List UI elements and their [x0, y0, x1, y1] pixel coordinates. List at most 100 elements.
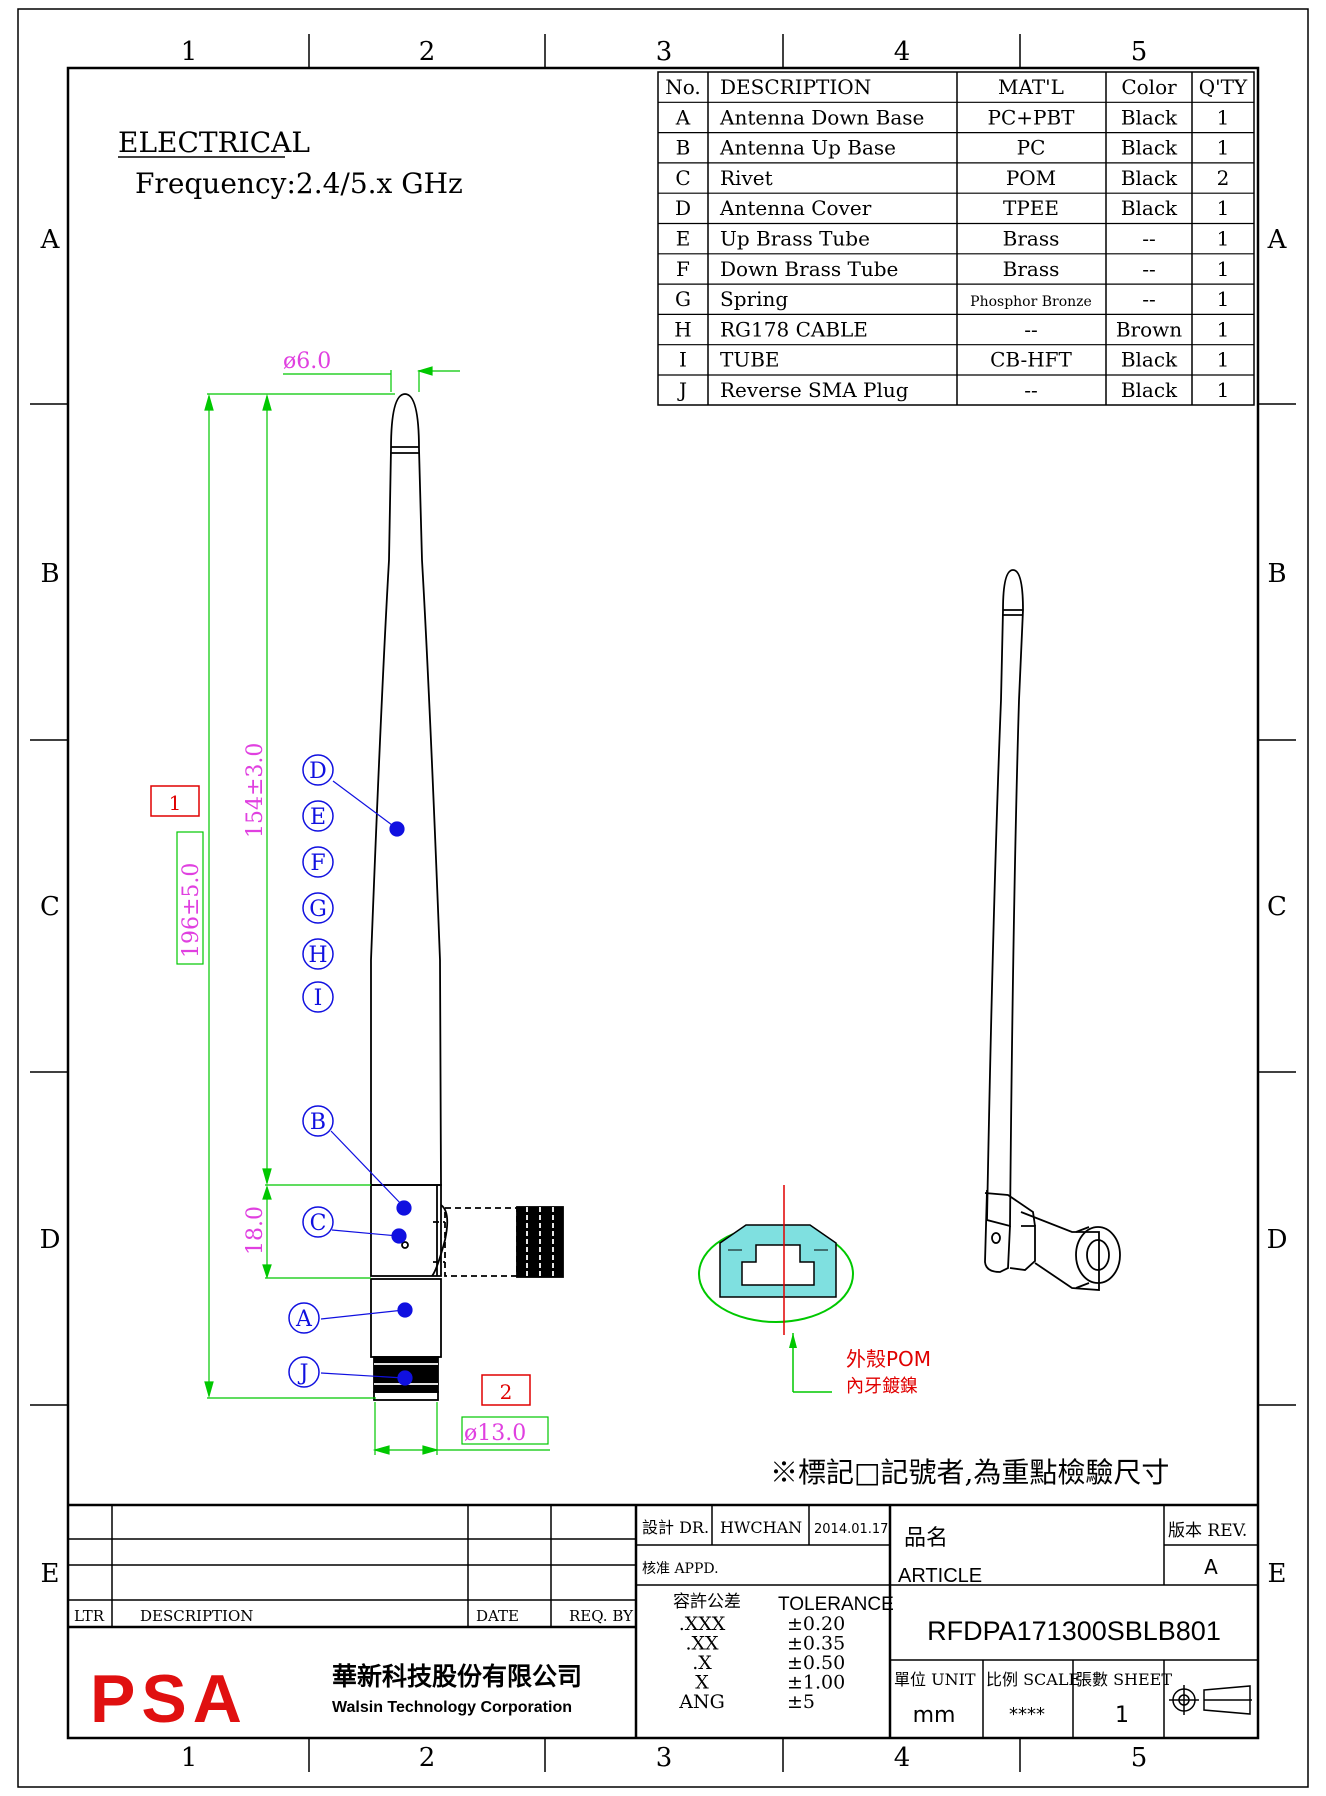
company-logo: PSA 華新科技股份有限公司 Walsin Technology Corpora… — [90, 1661, 582, 1737]
rev-label: 版本 REV. — [1168, 1521, 1247, 1541]
callout-F: F — [310, 851, 325, 876]
bom-cell: Rivet — [720, 166, 773, 190]
grid-row-D-left: D — [40, 1225, 61, 1255]
bom-cell: 1 — [1217, 257, 1230, 281]
callout-A: A — [295, 1307, 313, 1332]
bom-cell: Black — [1121, 105, 1178, 129]
grid-row-D-right: D — [1267, 1225, 1288, 1255]
bom-cell: E — [676, 227, 691, 251]
bom-cell: J — [677, 378, 687, 402]
detail-note-housing: 外殼POM — [846, 1347, 931, 1371]
dim-base-length: 18.0 — [243, 1206, 268, 1255]
dim-overall-length: 196±5.0 — [179, 863, 204, 958]
bom-cell: -- — [1142, 287, 1156, 311]
electrical-frequency: Frequency:2.4/5.x GHz — [135, 167, 463, 200]
bom-cell: 1 — [1217, 196, 1230, 220]
grid-labels: 1 2 3 4 5 1 2 3 4 5 A B C D E A B C D E — [40, 37, 1288, 1773]
article-label-en: ARTICLE — [898, 1565, 982, 1587]
callout-J: J — [298, 1361, 309, 1386]
bom-cell: 1 — [1217, 348, 1230, 372]
sheet-frame — [17, 8, 1309, 1788]
antenna-down-base — [370, 1278, 442, 1358]
bom-cell: -- — [1024, 378, 1038, 402]
bom-cell: Black — [1121, 136, 1178, 160]
dr-date: 2014.01.17 — [814, 1522, 888, 1537]
bom-cell: Black — [1121, 196, 1178, 220]
bom-cell: I — [679, 348, 687, 372]
electrical-spec: ELECTRICAL Frequency:2.4/5.x GHz — [118, 126, 463, 200]
bom-cell: Antenna Down Base — [719, 105, 924, 129]
bom-cell: Brown — [1116, 317, 1182, 341]
unit-value: mm — [913, 1703, 956, 1728]
grid-row-B-right: B — [1267, 559, 1286, 589]
bom-cell: PC — [1017, 136, 1046, 160]
grid-row-E-right: E — [1268, 1559, 1287, 1589]
callout-H: H — [308, 943, 327, 968]
tolerance-key: .X — [692, 1652, 712, 1674]
bom-cell: D — [675, 196, 691, 220]
bom-cell: Black — [1121, 348, 1178, 372]
rev-col-date: DATE — [476, 1607, 519, 1625]
bom-cell: 1 — [1217, 105, 1230, 129]
dim-tip-diameter: ø6.0 — [283, 349, 331, 374]
grid-col-1-bottom: 1 — [181, 1743, 198, 1773]
callout-B: B — [310, 1110, 326, 1135]
bom-cell: 1 — [1217, 317, 1230, 341]
detail-note-thread: 內牙鍍鎳 — [846, 1376, 918, 1397]
article-cells: 品名 ARTICLE 版本 REV. A RFDPA171300SBLB801 … — [894, 1521, 1247, 1728]
critical-dimension-keys: 1 2 — [150, 785, 531, 1406]
sheet-label: 張數 SHEET — [1076, 1670, 1172, 1689]
bom-cell: Black — [1121, 166, 1178, 190]
callout-I: I — [314, 986, 323, 1011]
grid-row-A-left: A — [40, 225, 61, 255]
grid-row-E-left: E — [41, 1559, 60, 1589]
bom-cell: POM — [1006, 166, 1056, 190]
bom-cell: -- — [1024, 317, 1038, 341]
bom-cell: C — [675, 166, 690, 190]
dr-label: 設計 DR. — [642, 1518, 709, 1537]
rev-col-ltr: LTR — [74, 1607, 105, 1625]
projection-symbol-icon — [1169, 1685, 1252, 1715]
psa-logo: PSA — [90, 1661, 248, 1737]
bom-cell: Antenna Cover — [719, 196, 872, 220]
rivet-hole — [401, 1241, 409, 1249]
bom-cell: TPEE — [1003, 196, 1059, 220]
grid-row-C-left: C — [40, 892, 60, 922]
bom-cell: 1 — [1217, 136, 1230, 160]
rev-col-req-by: REQ. BY — [569, 1607, 634, 1625]
section-detail: 外殼POM 內牙鍍鎳 — [698, 1185, 931, 1397]
tolerance-value: ±5 — [787, 1691, 815, 1713]
grid-row-C-right: C — [1267, 892, 1287, 922]
callout-bubbles: D E F G H I B C A J — [288, 754, 334, 1388]
tolerance-value: ±0.35 — [787, 1633, 845, 1655]
tolerance-key: ANG — [678, 1691, 725, 1713]
grid-col-3-bottom: 3 — [656, 1743, 673, 1773]
grid-row-B-left: B — [40, 559, 59, 589]
dim-cover-length: 154±3.0 — [243, 743, 268, 838]
unit-label: 單位 UNIT — [894, 1670, 976, 1689]
company-name-en: Walsin Technology Corporation — [332, 1699, 572, 1716]
bom-cell: TUBE — [720, 348, 780, 372]
bom-cell: Phosphor Bronze — [970, 294, 1092, 310]
bom-cell: 1 — [1217, 378, 1230, 402]
sheet-value: 1 — [1115, 1703, 1129, 1728]
bom-cell: Up Brass Tube — [720, 227, 870, 251]
bom-cell: -- — [1142, 227, 1156, 251]
bom-cell: Reverse SMA Plug — [720, 378, 909, 402]
title-block-lines — [68, 1503, 1258, 1738]
bom-cell: B — [676, 136, 691, 160]
tolerance-value: ±1.00 — [787, 1672, 845, 1694]
dimension-lines — [176, 366, 550, 1455]
bom-cell: Brass — [1003, 257, 1060, 281]
callout-C: C — [310, 1211, 327, 1236]
revision-headers: LTR DESCRIPTION DATE REQ. BY — [74, 1607, 634, 1625]
bill-of-materials-table — [657, 71, 1255, 406]
bom-cell: Brass — [1003, 227, 1060, 251]
grid-col-4-top: 4 — [894, 37, 911, 67]
scale-value: **** — [1009, 1704, 1045, 1725]
bom-header-cell: MAT'L — [998, 75, 1064, 99]
company-name-cn: 華新科技股份有限公司 — [332, 1662, 582, 1691]
bom-cell: 1 — [1217, 227, 1230, 251]
approval-cells: 設計 DR. HWCHAN 2014.01.17 核准 APPD. 容許公差 T… — [642, 1518, 894, 1615]
tol-label-en: TOLERANCE — [778, 1594, 894, 1615]
